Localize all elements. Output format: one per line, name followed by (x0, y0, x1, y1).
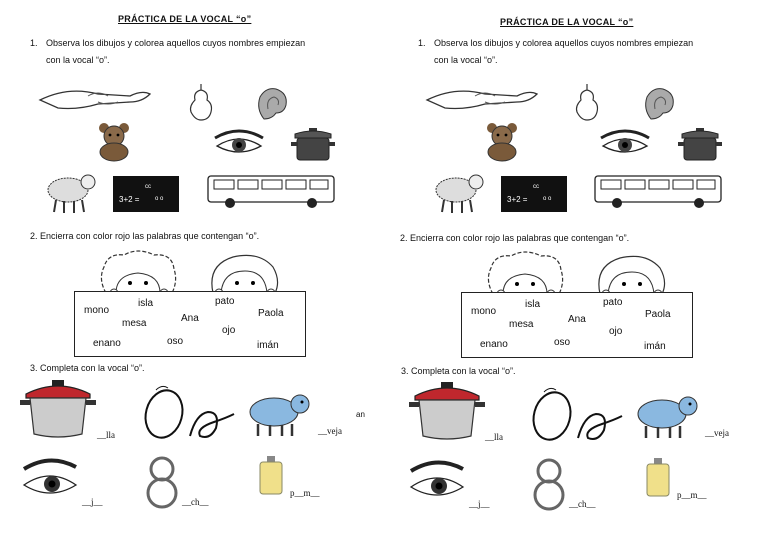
question-1-line2: con la vocal “o”. (434, 55, 498, 65)
bear-icon (99, 123, 129, 162)
bottle-icon (259, 456, 283, 495)
question-1-number: 1. (418, 38, 426, 48)
word-item[interactable]: imán (644, 341, 666, 352)
svg-text:o o: o o (543, 196, 552, 202)
blank-word: p__m__ (677, 490, 707, 500)
pear-icon (575, 84, 599, 121)
chalkboard-icon: 3+2 = cc o o (113, 176, 179, 212)
svg-text:cc: cc (145, 184, 151, 190)
sheep-icon (249, 394, 310, 436)
word-item[interactable]: ojo (609, 326, 623, 337)
word-item[interactable]: oso (167, 336, 184, 347)
bus-icon (207, 175, 335, 208)
eye-icon (409, 460, 465, 496)
sheep-icon (637, 396, 698, 438)
girl-head-icon (211, 254, 279, 298)
blank-word: __lla (97, 430, 115, 440)
worksheet-title: PRÁCTICA DE LA VOCAL “o” (500, 17, 634, 27)
word-item[interactable]: pato (215, 296, 235, 307)
ear-icon (645, 88, 674, 120)
word-item[interactable]: Paola (645, 309, 671, 320)
bus-icon (594, 175, 722, 208)
question-1-line2: con la vocal “o”. (46, 55, 110, 65)
cursive-o-icon (144, 385, 235, 439)
svg-text:o o: o o (155, 196, 164, 202)
question-2: 2. Encierra con color rojo las palabras … (400, 233, 630, 243)
question-1-line1: Observa los dibujos y colorea aquellos c… (46, 38, 306, 48)
word-item[interactable]: enano (93, 338, 121, 349)
blank-word: __ch__ (569, 499, 596, 509)
bear-icon (487, 123, 517, 162)
chalkboard-icon: 3+2 = cc o o (501, 176, 567, 212)
cursive-o-icon (532, 387, 623, 441)
word-item[interactable]: imán (257, 340, 279, 351)
blank-word: __veja (318, 426, 342, 436)
word-item[interactable]: Ana (181, 313, 199, 324)
blank-word: __j__ (82, 497, 103, 507)
pot-icon (20, 380, 96, 438)
word-item[interactable]: pato (603, 297, 623, 308)
word-item[interactable]: isla (138, 298, 154, 309)
word-item[interactable]: Paola (258, 308, 284, 319)
svg-text:cc: cc (533, 184, 539, 190)
worksheet-left: PRÁCTICA DE LA VOCAL “o” 1. Observa los … (20, 14, 365, 509)
blank-word: __veja (705, 428, 729, 438)
word-item[interactable]: oso (554, 337, 571, 348)
sheep-icon (47, 174, 96, 213)
word-item[interactable]: Ana (568, 314, 586, 325)
question-3: 3. Completa con la vocal “o”. (401, 366, 516, 376)
word-item[interactable]: mono (471, 306, 497, 317)
question-2: 2. Encierra con color rojo las palabras … (30, 231, 260, 241)
question-1-line1: Observa los dibujos y colorea aquellos c… (434, 38, 694, 48)
pot-icon (291, 128, 335, 161)
hand-icon (38, 90, 152, 110)
blank-word: __lla (485, 432, 503, 442)
blank-word: __j__ (469, 499, 490, 509)
corner-note: an (356, 410, 365, 419)
worksheet-right: PRÁCTICA DE LA VOCAL “o” 1. Observa los … (385, 0, 768, 543)
question-3: 3. Completa con la vocal “o”. (30, 363, 145, 373)
word-item[interactable]: isla (525, 299, 541, 310)
bottle-icon (646, 458, 670, 497)
girl-head-icon (598, 255, 666, 299)
eye-icon (214, 129, 264, 153)
word-item[interactable]: ojo (222, 325, 236, 336)
word-panel (74, 291, 306, 357)
hand-icon (425, 90, 539, 110)
question-1-number: 1. (30, 38, 38, 48)
boy-head-icon (487, 251, 564, 299)
sheep-icon (435, 174, 484, 213)
blank-word: p__m__ (290, 488, 320, 498)
pot-icon (678, 128, 722, 161)
boy-head-icon (100, 250, 177, 298)
pear-icon (189, 84, 213, 121)
eight-icon (533, 458, 565, 511)
word-item[interactable]: mono (84, 305, 110, 316)
blank-word: __ch__ (182, 497, 209, 507)
word-item[interactable]: mesa (509, 319, 534, 330)
word-item[interactable]: mesa (122, 318, 147, 329)
worksheet-title: PRÁCTICA DE LA VOCAL “o” (118, 14, 252, 24)
word-item[interactable]: enano (480, 339, 508, 350)
svg-text:3+2 =: 3+2 = (119, 195, 140, 204)
eye-icon (600, 129, 650, 153)
svg-text:3+2 =: 3+2 = (507, 195, 528, 204)
eye-icon (22, 458, 78, 494)
word-panel (461, 292, 693, 358)
ear-icon (258, 88, 287, 120)
pot-icon (409, 382, 485, 440)
eight-icon (146, 456, 178, 509)
